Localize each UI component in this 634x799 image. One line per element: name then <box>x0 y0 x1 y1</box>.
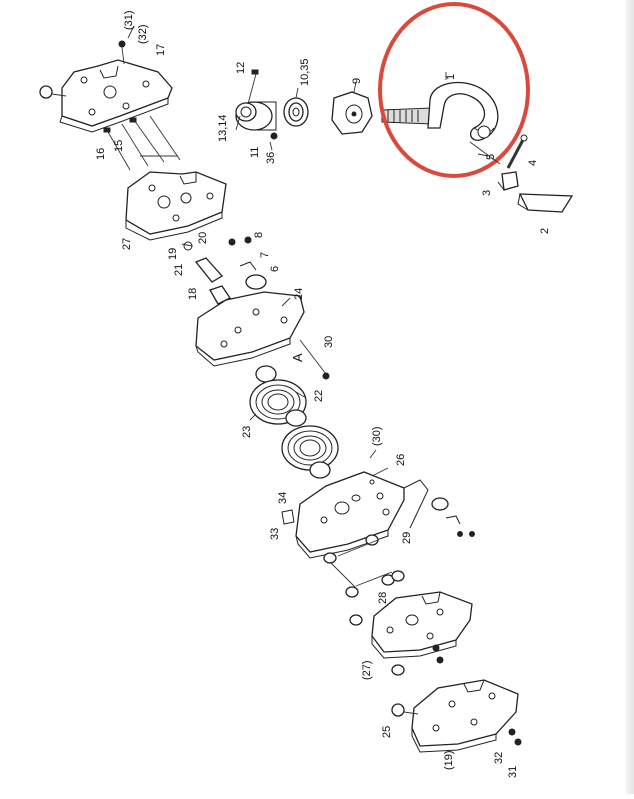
label-2: 2 <box>539 228 551 234</box>
label-22: 22 <box>313 390 325 402</box>
bearing-10-35 <box>283 97 309 127</box>
plate-19-bottom <box>391 679 522 753</box>
latch-3 <box>497 171 519 191</box>
leader-lines <box>235 72 489 477</box>
label-31-bottom: 31 <box>507 766 519 778</box>
label-23: 23 <box>241 426 253 438</box>
label-7: 7 <box>259 252 271 258</box>
label-17: 17 <box>155 44 167 56</box>
label-11: 11 <box>249 147 261 158</box>
part-labels: (31) (32) 17 16 15 27 12 13,14 11 36 10,… <box>95 10 551 778</box>
label-13-14: 13,14 <box>217 114 229 142</box>
clip-2 <box>517 193 574 213</box>
rings-and-pulleys <box>249 365 339 479</box>
label-8: 8 <box>253 232 265 238</box>
hex-nut-9 <box>331 91 373 135</box>
label-33: 33 <box>269 528 281 540</box>
label-36: 36 <box>265 152 277 164</box>
plate-26 <box>281 471 475 559</box>
label-32-top: (32) <box>137 24 149 44</box>
label-12: 12 <box>235 62 247 74</box>
label-28: 28 <box>377 592 389 604</box>
label-27: 27 <box>121 238 133 250</box>
highlight-circle <box>378 2 530 178</box>
label-15: 15 <box>113 140 125 152</box>
label-30-paren: (30) <box>371 426 383 446</box>
hook-1 <box>381 81 499 141</box>
screws-15-16 <box>103 115 181 171</box>
label-19: 19 <box>167 248 179 260</box>
label-29: 29 <box>401 532 413 544</box>
label-27-paren: (27) <box>361 660 373 680</box>
plate-24 <box>195 291 330 380</box>
plate-17 <box>39 25 173 133</box>
label-16: 16 <box>95 148 107 160</box>
label-24: 24 <box>293 288 305 300</box>
plate-27 <box>125 171 227 241</box>
label-10-35: 10,35 <box>299 58 311 86</box>
label-31-top: (31) <box>123 10 135 30</box>
spacers-28-29 <box>323 534 405 598</box>
label-6: 6 <box>269 266 281 272</box>
label-32-bottom: 32 <box>493 752 505 764</box>
label-A: A <box>290 353 305 362</box>
label-3: 3 <box>481 190 493 196</box>
bolt-12 <box>247 69 259 105</box>
label-21: 21 <box>173 264 185 276</box>
parts-18-21 <box>181 241 231 305</box>
label-5: 5 <box>485 154 497 160</box>
label-1: 1 <box>445 74 457 80</box>
parts-6-8 <box>228 236 267 290</box>
label-9: 9 <box>351 78 363 84</box>
label-25: 25 <box>381 726 393 738</box>
label-4: 4 <box>527 160 539 166</box>
label-34: 34 <box>277 492 289 504</box>
label-30: 30 <box>323 336 335 348</box>
label-18: 18 <box>187 288 199 300</box>
plate-27-lower <box>349 591 473 676</box>
label-26: 26 <box>395 454 407 466</box>
pin-4 <box>506 134 528 169</box>
label-20: 20 <box>197 232 209 244</box>
page-edge-shadow <box>626 0 634 794</box>
pulley-11 <box>235 101 278 140</box>
label-19-paren: (19) <box>443 750 455 770</box>
